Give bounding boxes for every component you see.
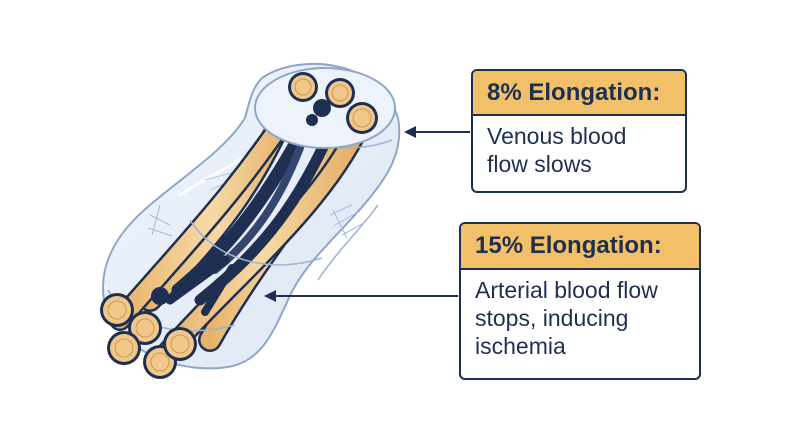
- top-end-fascicles: [254, 67, 396, 149]
- callout-arrows: [264, 126, 470, 302]
- arterial-flow-text: Arterial blood flow stops, inducing isch…: [475, 277, 658, 360]
- venous-flow-heading: 8% Elongation:: [473, 71, 685, 116]
- arterial-flow-heading: 15% Elongation:: [461, 224, 699, 270]
- venous-flow-callout: 8% Elongation: Venous blood flow slows: [471, 69, 687, 193]
- arterial-flow-callout: 15% Elongation: Arterial blood flow stop…: [459, 222, 701, 380]
- bottom-end-fascicles: [100, 287, 197, 379]
- venous-flow-text: Venous blood flow slows: [487, 123, 627, 178]
